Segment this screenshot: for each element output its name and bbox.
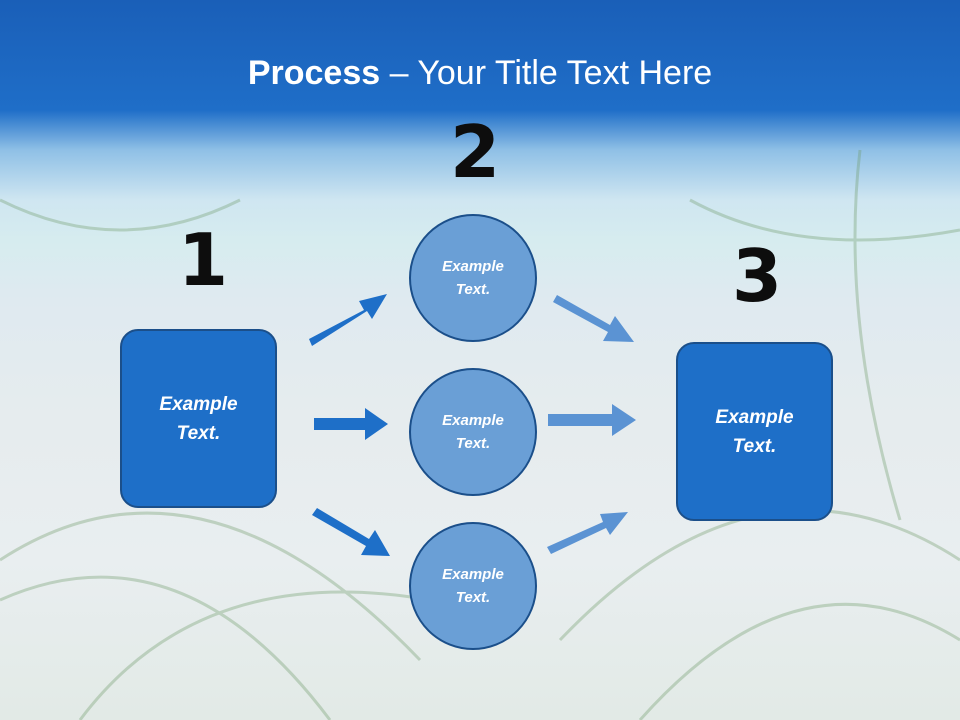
step-1-line-1: Example bbox=[159, 393, 238, 415]
step-number-2: 2 bbox=[450, 110, 501, 194]
circle-top-line-1: Example bbox=[442, 258, 504, 275]
step-number-1: 1 bbox=[178, 218, 229, 302]
step-1-box: Example Text. bbox=[120, 329, 277, 508]
step-3-line-2: Text. bbox=[732, 435, 777, 457]
circle-top-line-2: Text. bbox=[455, 281, 491, 298]
circle-bottom: Example Text. bbox=[409, 522, 537, 650]
circle-middle-line-1: Example bbox=[442, 412, 504, 429]
step-number-3: 3 bbox=[732, 234, 783, 318]
slide-title: Process – Your Title Text Here bbox=[0, 54, 960, 93]
circle-bottom-line-1: Example bbox=[442, 566, 504, 583]
circle-bottom-line-2: Text. bbox=[455, 589, 491, 606]
circle-top: Example Text. bbox=[409, 214, 537, 342]
step-3-line-1: Example bbox=[715, 406, 794, 428]
step-3-box: Example Text. bbox=[676, 342, 833, 521]
arrow-up-right-icon bbox=[547, 512, 628, 554]
arrow-right-icon bbox=[314, 408, 388, 440]
circle-middle: Example Text. bbox=[409, 368, 537, 496]
title-rest: – Your Title Text Here bbox=[380, 54, 713, 92]
step-1-line-2: Text. bbox=[176, 422, 221, 444]
title-bold: Process bbox=[247, 54, 381, 92]
arrow-up-right-icon bbox=[309, 294, 387, 346]
arrow-down-right-icon bbox=[312, 508, 390, 556]
arrow-right-icon bbox=[548, 404, 636, 436]
circle-middle-line-2: Text. bbox=[455, 435, 491, 452]
arrow-down-right-icon bbox=[553, 295, 634, 342]
